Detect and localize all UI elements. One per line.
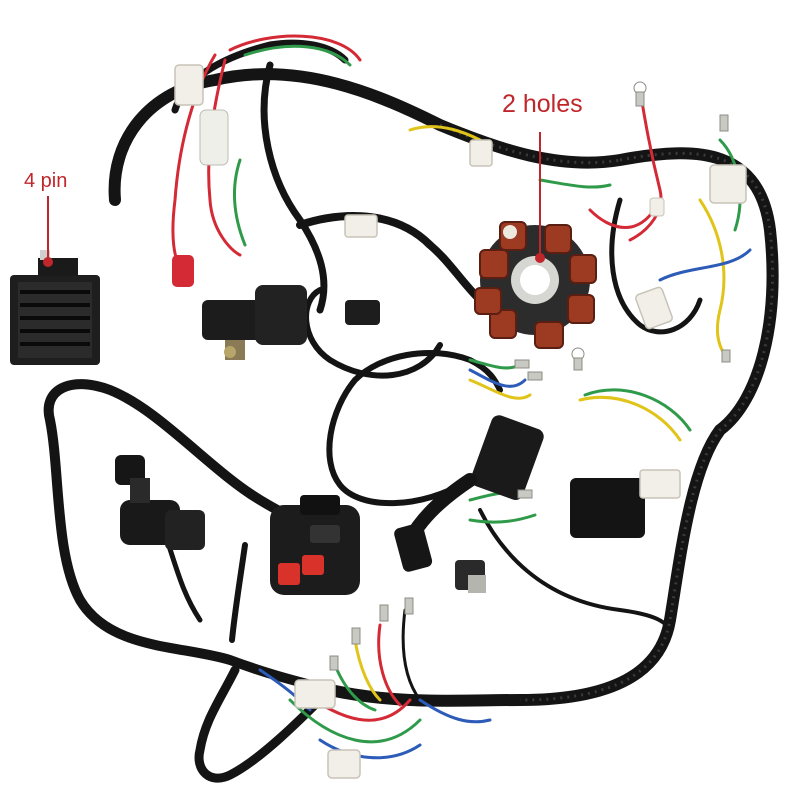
bullet-connector bbox=[649, 197, 665, 217]
regulator-callout bbox=[43, 196, 53, 267]
white-connectors bbox=[174, 64, 747, 779]
ignition-coil bbox=[394, 415, 544, 593]
regulator-pin-label: 4 pin bbox=[24, 170, 68, 192]
starter-relay bbox=[202, 285, 307, 360]
handlebar-switch bbox=[270, 495, 360, 595]
main-harness-cable bbox=[43, 39, 779, 783]
key-ignition-switch bbox=[115, 455, 205, 550]
voltage-regulator bbox=[10, 250, 100, 365]
terminals bbox=[329, 81, 731, 671]
stator bbox=[474, 132, 597, 349]
neutral-switch bbox=[345, 300, 380, 325]
stator-callout-dot bbox=[535, 253, 545, 263]
harness-corrugation bbox=[439, 123, 774, 702]
fuse-holder bbox=[199, 109, 229, 166]
red-terminal-boot bbox=[172, 255, 194, 287]
stator-holes-label: 2 holes bbox=[502, 90, 583, 118]
